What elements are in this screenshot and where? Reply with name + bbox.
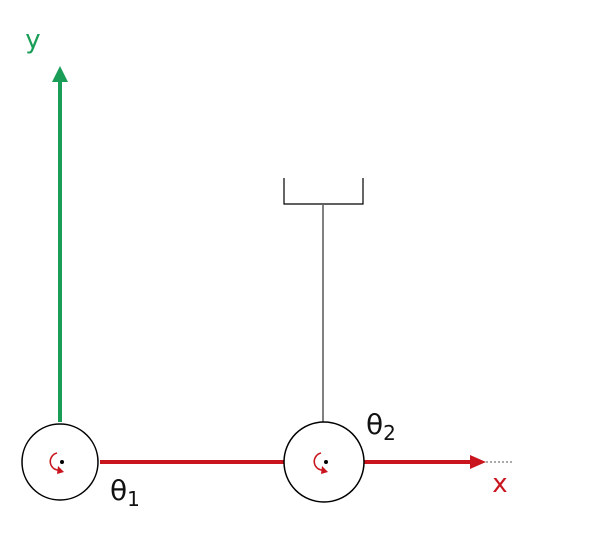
joint-2-rotation-arrowhead: [321, 466, 328, 474]
joint-2-icon: [283, 421, 365, 503]
theta-2-symbol: θ: [366, 408, 383, 441]
gripper-bracket: [283, 178, 364, 205]
theta-1-symbol: θ: [110, 474, 127, 507]
joint-1-rotation-arrowhead: [57, 466, 64, 474]
x-axis-arrowhead: [470, 455, 486, 469]
y-axis-arrowhead: [52, 66, 68, 82]
joint-2-center-dot: [324, 460, 328, 464]
gripper-icon: [283, 178, 364, 205]
x-axis-label: x: [492, 469, 507, 499]
joint-1-center-dot: [60, 460, 64, 464]
theta-2-label: θ2: [366, 408, 396, 445]
x-axis: x: [100, 455, 512, 499]
y-axis-label: y: [25, 25, 40, 55]
theta-1-subscript: 1: [127, 487, 140, 511]
theta-2-subscript: 2: [383, 421, 396, 445]
joint-1-icon: [21, 423, 99, 501]
y-axis: y: [25, 25, 68, 422]
theta-1-label: θ1: [110, 474, 140, 511]
